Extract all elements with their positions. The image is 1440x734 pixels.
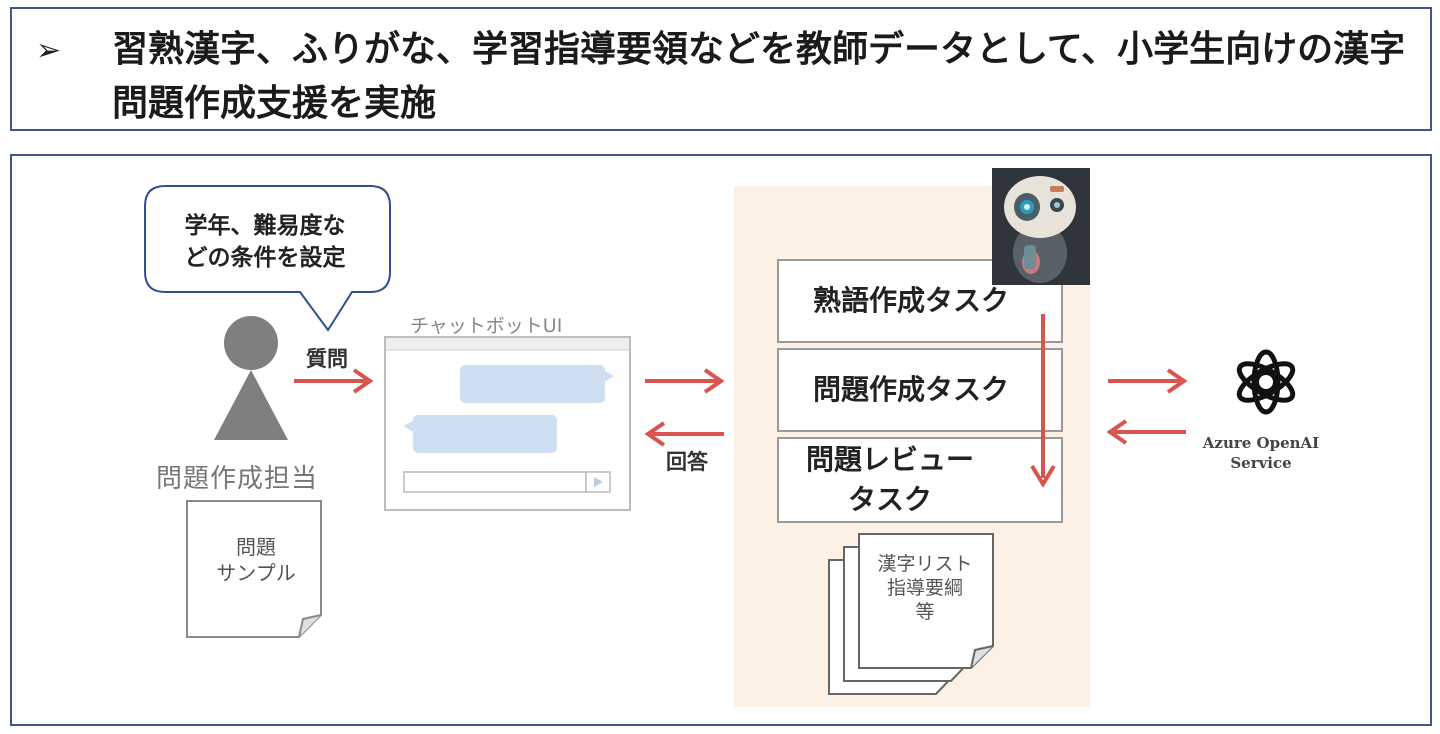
- person-head-icon: [224, 316, 278, 370]
- chatbot-title: チャットボットUI: [410, 315, 563, 337]
- task-label-jukugo: 熟語作成タスク: [813, 284, 1010, 317]
- task-box-question: 問題作成タスク: [777, 348, 1063, 432]
- openai-logo-icon: [1236, 349, 1296, 415]
- panel-to-azure-arrow: [1108, 368, 1188, 394]
- chat-to-panel-arrow: [645, 368, 725, 394]
- answer-label: 回答: [666, 450, 708, 474]
- azure-openai-label: Azure OpenAI Service: [1196, 433, 1326, 473]
- task-label-review: 問題レビュー タスク: [805, 443, 974, 516]
- reference-line-2: 指導要綱: [886, 577, 963, 599]
- person-body-icon: [214, 370, 288, 440]
- sample-document-text: 問題 サンプル: [200, 534, 312, 586]
- chatbot-window: [384, 336, 631, 511]
- chat-bubble-outgoing: [460, 365, 605, 403]
- azure-line-1: Azure OpenAI: [1202, 434, 1320, 452]
- sample-line-2: サンプル: [216, 561, 296, 585]
- sample-line-1: 問題: [236, 535, 276, 559]
- question-arrow: [294, 368, 374, 394]
- task-box-review: 問題レビュー タスク: [777, 437, 1063, 523]
- task-flow-arrow-overlay: [1030, 314, 1056, 488]
- headline-text: 習熟漢字、ふりがな、学習指導要領などを教師データとして、小学生向けの漢字問題作成…: [112, 29, 1406, 124]
- reference-line-1: 漢字リスト: [877, 553, 973, 575]
- task-label-question: 問題作成タスク: [813, 373, 1010, 406]
- speech-bubble-text: 学年、難易度な どの条件を設定: [150, 210, 380, 274]
- headline-box: ➢ 習熟漢字、ふりがな、学習指導要領などを教師データとして、小学生向けの漢字問題…: [10, 7, 1432, 131]
- send-icon: [594, 477, 603, 487]
- person-label: 問題作成担当: [156, 464, 319, 494]
- bullet-arrow-icon: ➢: [36, 33, 62, 68]
- question-label: 質問: [306, 347, 348, 371]
- reference-document-text: 漢字リスト 指導要綱 等: [860, 552, 990, 624]
- reference-document-stack-icon: [828, 533, 994, 695]
- chat-bubble-incoming: [413, 415, 557, 453]
- speech-line-1: 学年、難易度な: [184, 213, 346, 239]
- speech-bubble: [144, 185, 391, 332]
- azure-line-2: Service: [1230, 454, 1292, 472]
- speech-line-2: どの条件を設定: [184, 245, 346, 271]
- robot-avatar-overlay-icon: [992, 168, 1090, 285]
- reference-line-3: 等: [915, 601, 935, 623]
- azure-to-panel-arrow: [1106, 419, 1186, 445]
- panel-to-chat-arrow: [644, 421, 724, 447]
